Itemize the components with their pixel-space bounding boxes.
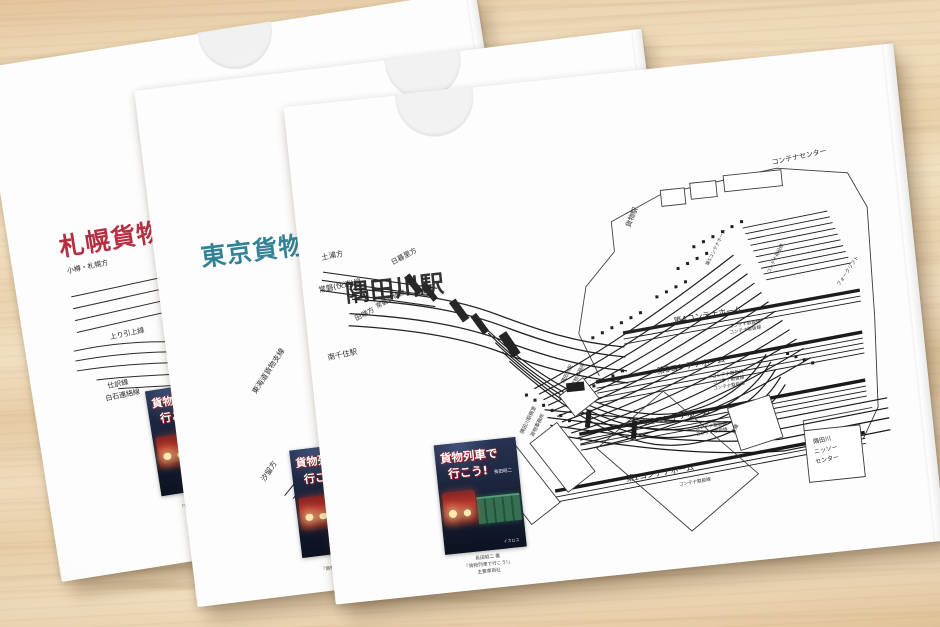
svg-text:仕訳線: 仕訳線 [107, 377, 129, 390]
svg-text:隅田川: 隅田川 [812, 434, 831, 446]
svg-text:土浦方: 土浦方 [320, 248, 345, 263]
track-diagram-sumidagawa: 土浦方 常磐(快速)線 南千住駅 日暮里方 田端方 常磐貨物線 コンテナセンター… [304, 104, 935, 583]
folder-sumidagawa[interactable]: 隅田川駅 [283, 43, 940, 605]
svg-text:ニッソー: ニッソー [814, 444, 839, 456]
svg-text:倉庫: 倉庫 [730, 423, 741, 435]
